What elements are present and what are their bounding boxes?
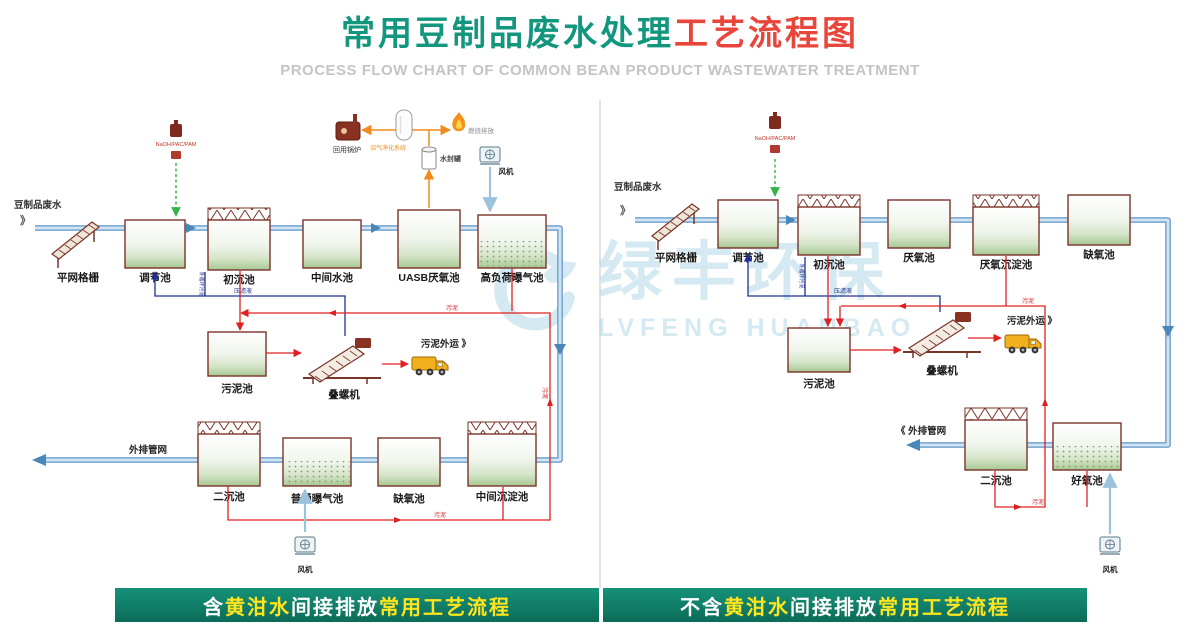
bar-screen — [651, 203, 700, 250]
svg-text:外循环污泥: 外循环污泥 — [198, 271, 205, 296]
flare-icon — [452, 112, 466, 132]
sludge-truck — [411, 356, 449, 376]
tank-yanyang-chendianchi: 厌氧沉淀池 — [972, 194, 1040, 271]
filtrate-return-line: 压滤液 外循环污泥 — [743, 253, 941, 312]
bar-screen — [51, 221, 100, 268]
filtrate-return-line: 压滤液 外循环污泥 — [150, 271, 346, 336]
sludge-lines: 污泥 污泥 污泥 — [227, 269, 553, 523]
tank-wunichi: 污泥池 — [207, 331, 267, 395]
svg-text:UASB厌氧池: UASB厌氧池 — [398, 271, 460, 284]
svg-text:污泥: 污泥 — [1022, 297, 1034, 305]
svg-text:污泥: 污泥 — [1032, 498, 1044, 506]
tank-gaofuhe-baoqichi: 高负荷曝气池 — [477, 214, 547, 284]
fan-icon-bottom — [294, 536, 316, 555]
banner-right-part2: 黄泔水 — [724, 596, 790, 619]
biogas-system-label: 沼气净化系统 — [370, 144, 406, 152]
svg-text:外循环污泥: 外循环污泥 — [798, 263, 805, 288]
banner-left-part2: 黄泔水 — [225, 596, 291, 619]
sludge-out-label: 污泥外运 》 — [421, 338, 471, 350]
sludge-truck — [1004, 334, 1042, 354]
svg-text:污泥: 污泥 — [434, 511, 446, 519]
water-seal-label: 水封罐 — [440, 154, 461, 163]
title-accent: 工艺流程图 — [674, 15, 859, 53]
diagram-left: 调节池 初沉池 中间水池 UASB厌氧池 高负荷曝气池 平网格栅 — [14, 109, 566, 574]
tank-erchenchi: 二沉池 — [964, 407, 1028, 487]
tank-chuchenchi: 初沉池 — [207, 207, 271, 286]
biogas-purifier-icon — [395, 109, 413, 141]
screw-press-label: 叠螺机 — [328, 388, 360, 401]
bar-screen-label: 平网格栅 — [655, 251, 697, 264]
banner-right-part1: 不含 — [680, 596, 724, 619]
tank-chuchenchi: 初沉池 — [797, 194, 861, 271]
svg-text:污泥: 污泥 — [541, 387, 549, 399]
svg-text:中间水池: 中间水池 — [311, 271, 353, 284]
svg-text:压滤液: 压滤液 — [834, 287, 852, 295]
svg-text:普通曝气池: 普通曝气池 — [291, 492, 344, 505]
banner-right-part4: 常用工艺流程 — [878, 596, 1010, 619]
svg-text:污泥池: 污泥池 — [221, 382, 253, 395]
screw-press-machine — [303, 338, 381, 384]
svg-text:污泥池: 污泥池 — [803, 377, 835, 390]
page-title: 常用豆制品废水处理工艺流程图 — [0, 15, 1200, 53]
banner-left-part4: 常用工艺流程 — [379, 596, 511, 619]
outfall-label: 外排管网 — [128, 444, 167, 456]
diagram-right: 调节池 初沉池 厌氧池 厌氧沉淀池 缺氧池 平网格栅 — [614, 112, 1174, 574]
bar-screen-label: 平网格栅 — [57, 271, 99, 284]
banner-left: 含黄泔水间接排放常用工艺流程 — [115, 588, 599, 622]
tank-wunichi: 污泥池 — [787, 327, 851, 390]
header: 常用豆制品废水处理工艺流程图 PROCESS FLOW CHART OF COM… — [0, 15, 1200, 80]
svg-text:NaOH/PAC/PAM: NaOH/PAC/PAM — [755, 136, 796, 142]
fan-icon-top — [479, 146, 501, 165]
inlet-label: 豆制品废水 — [614, 181, 662, 193]
title-main: 常用豆制品废水处理 — [341, 15, 674, 53]
inlet-arrow: 》 — [20, 214, 31, 227]
boiler-icon — [335, 114, 361, 141]
screw-press-label: 叠螺机 — [926, 364, 958, 377]
page-subtitle: PROCESS FLOW CHART OF COMMON BEAN PRODUC… — [280, 62, 920, 80]
fan-icon-bottom — [1099, 536, 1121, 555]
svg-text:压滤液: 压滤液 — [234, 287, 252, 295]
sludge-lines: 污泥 污泥 — [823, 256, 1088, 510]
banner-right: 不含黄泔水间接排放常用工艺流程 — [603, 588, 1087, 622]
banner-left-part1: 含 — [203, 596, 225, 619]
tank-erchenchi: 二沉池 — [197, 421, 261, 503]
svg-text:二沉池: 二沉池 — [980, 474, 1012, 487]
tank-zhongjianshuichi: 中间水池 — [302, 219, 362, 284]
svg-text:中间沉淀池: 中间沉淀池 — [476, 490, 529, 503]
svg-text:二沉池: 二沉池 — [213, 490, 245, 503]
outfall-label: 《 外排管网 — [896, 425, 946, 437]
svg-text:厌氧池: 厌氧池 — [903, 251, 935, 264]
dosing-unit: NaOH/PAC/PAM — [755, 112, 796, 153]
boiler-label: 回用锅炉 — [333, 145, 361, 154]
banner-left-part3: 间接排放 — [291, 596, 379, 619]
panel-divider — [599, 100, 601, 588]
svg-text:缺氧池: 缺氧池 — [1082, 248, 1115, 261]
svg-text:污泥: 污泥 — [446, 304, 458, 312]
burn-discharge-label: 燃烧排放 — [468, 126, 495, 135]
tank-queyangchi: 缺氧池 — [1067, 194, 1131, 261]
fan-bottom-label: 风机 — [298, 564, 313, 574]
tank-queyangchi: 缺氧池 — [377, 437, 441, 505]
svg-text:初沉池: 初沉池 — [223, 273, 255, 286]
tank-uasb: UASB厌氧池 — [397, 209, 461, 284]
inlet-arrow: 》 — [620, 204, 631, 217]
tank-tiaojiechi: 调节池 — [717, 199, 779, 264]
dosing-unit: NaOH/PAC/PAM — [156, 120, 197, 159]
water-seal-tank-icon — [421, 146, 437, 170]
inlet-label: 豆制品废水 — [14, 199, 62, 211]
biogas-lines — [360, 124, 452, 208]
tank-putong-baoqichi: 普通曝气池 — [282, 437, 352, 505]
banner-right-part3: 间接排放 — [790, 596, 878, 619]
tank-zhongjian-chendianchi: 中间沉淀池 — [467, 421, 537, 503]
svg-text:初沉池: 初沉池 — [813, 258, 845, 271]
svg-text:缺氧池: 缺氧池 — [392, 492, 425, 505]
fan-top-label: 风机 — [499, 166, 514, 176]
screw-press-machine — [903, 312, 981, 358]
sludge-out-label: 污泥外运 》 — [1007, 315, 1057, 327]
svg-text:NaOH/PAC/PAM: NaOH/PAC/PAM — [156, 142, 197, 148]
tank-yanyangchi: 厌氧池 — [887, 199, 951, 264]
fan-bottom-label: 风机 — [1103, 564, 1119, 574]
tank-haoyangchi: 好氧池 — [1052, 422, 1122, 487]
